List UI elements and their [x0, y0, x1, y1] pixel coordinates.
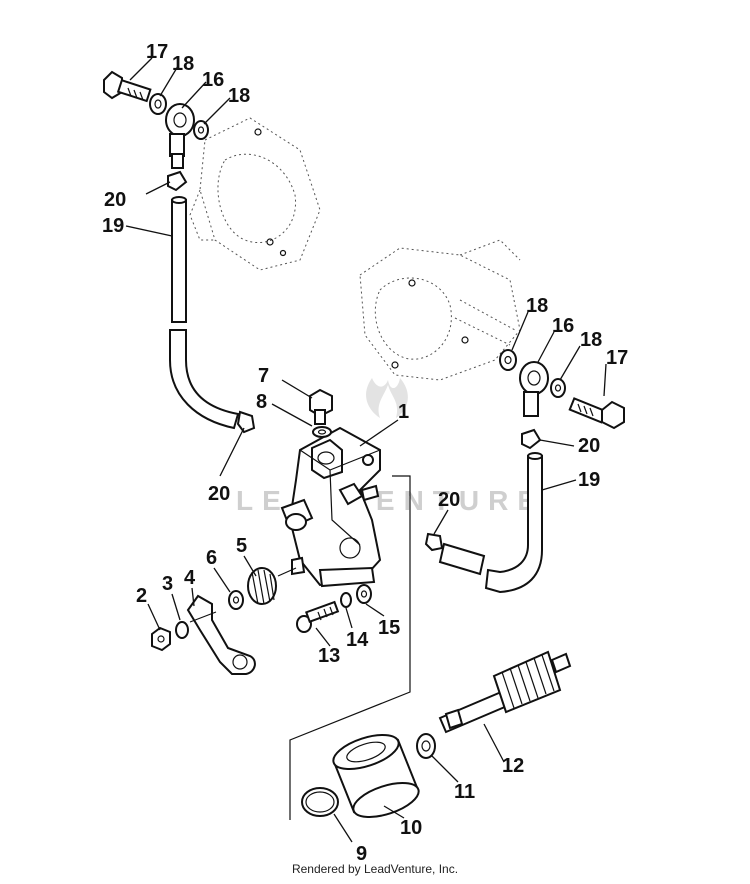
- hose-clamp-right-lower: [424, 532, 444, 552]
- callout-19-right: 19: [578, 469, 600, 491]
- lock-nut: [151, 626, 171, 652]
- banjo-fitting-upper: [165, 103, 195, 169]
- screw-lock-washer: [340, 592, 352, 608]
- callout-2: 2: [136, 585, 147, 607]
- lever-washer: [228, 590, 244, 610]
- callout-3: 3: [162, 573, 173, 595]
- lock-washer: [175, 621, 189, 639]
- callout-17-right: 17: [606, 347, 628, 369]
- callout-20-right-lower: 20: [438, 489, 460, 511]
- callout-18-right-1: 18: [526, 295, 548, 317]
- hose-clamp-upper: [167, 170, 188, 192]
- callout-4: 4: [184, 567, 196, 589]
- sealing-washer-right-1: [499, 349, 517, 371]
- callout-8: 8: [256, 391, 267, 413]
- callout-19-left: 19: [102, 215, 124, 237]
- sealing-washer-upper-1: [149, 93, 167, 115]
- callout-18-upper-2: 18: [228, 85, 250, 107]
- callout-7: 7: [258, 365, 269, 387]
- callout-5: 5: [236, 535, 247, 557]
- engine-housing-outline-lower: [359, 239, 521, 381]
- callout-20-left-lower: 20: [208, 483, 230, 505]
- banjo-bolt-right: [568, 397, 625, 430]
- callout-14: 14: [346, 629, 369, 651]
- bracket-outline: [289, 475, 411, 820]
- thrust-washer: [416, 733, 436, 759]
- engine-housing-outline-upper: [189, 117, 321, 271]
- drive-bushing: [332, 734, 420, 818]
- callout-20-right: 20: [578, 435, 600, 457]
- callout-15: 15: [378, 617, 400, 639]
- callout-18-right-2: 18: [580, 329, 602, 351]
- callout-17-upper: 17: [146, 41, 168, 63]
- banjo-fitting-right: [519, 361, 549, 417]
- hose-clamp-left-lower: [236, 410, 256, 434]
- pump-washer-top: [312, 426, 332, 438]
- pump-control-shaft: [277, 567, 297, 577]
- callout-16-upper: 16: [202, 69, 224, 91]
- sealing-washer-upper-2: [193, 120, 209, 140]
- control-lever: [186, 594, 256, 675]
- drive-gear-shaft: [438, 650, 572, 734]
- mounting-screw: [296, 600, 340, 633]
- callout-18-upper-1: 18: [172, 53, 194, 75]
- callout-6: 6: [206, 547, 217, 569]
- callout-20-upper: 20: [104, 189, 126, 211]
- callout-12: 12: [502, 755, 524, 777]
- banjo-bolt-upper: [103, 70, 152, 103]
- callout-1: 1: [398, 401, 409, 423]
- oil-hose-right: [438, 452, 543, 594]
- hose-clamp-right: [521, 428, 542, 450]
- callout-10: 10: [400, 817, 422, 839]
- watermark-logo: LEADVENTURE: [236, 378, 536, 516]
- callout-13: 13: [318, 645, 340, 667]
- return-spring: [247, 567, 277, 605]
- leader-lines: [125, 57, 607, 843]
- pump-bolt-top: [309, 388, 333, 425]
- oil-pump-body: [280, 426, 382, 588]
- callout-9: 9: [356, 843, 367, 865]
- oil-hose-left: [169, 196, 240, 430]
- screw-flat-washer: [356, 584, 372, 604]
- callout-11: 11: [454, 781, 475, 803]
- retaining-ring: [301, 787, 339, 817]
- footer-credit: Rendered by LeadVenture, Inc.: [291, 862, 459, 876]
- callout-labels: 17 18 16 18 20 19 1 7 8 20 18 16 18 17 2…: [102, 41, 628, 865]
- callout-16-right: 16: [552, 315, 574, 337]
- sealing-washer-right-2: [550, 378, 566, 398]
